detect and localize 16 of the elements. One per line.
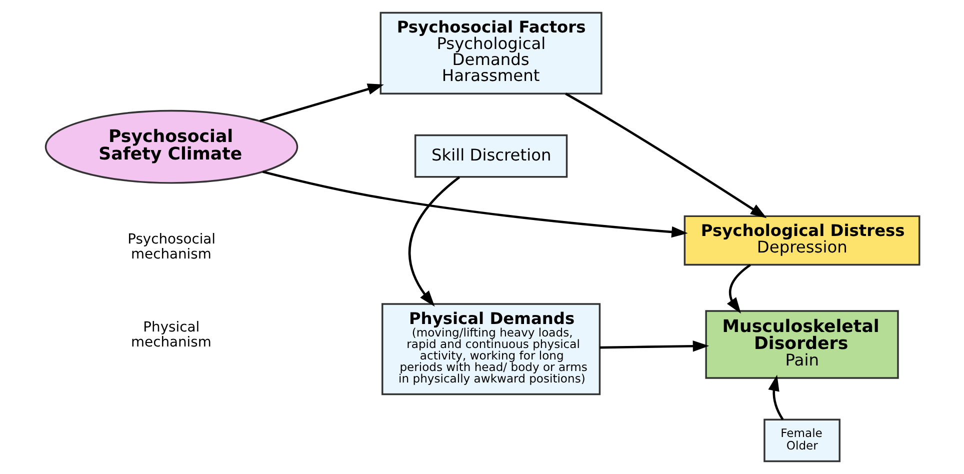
node-box: Psychosocial Factors Psychological Demands Harassment — [379, 12, 602, 95]
arrow — [262, 170, 688, 238]
arrow — [768, 374, 784, 420]
arrow — [726, 264, 750, 314]
label: Physical mechanism — [130, 319, 211, 350]
arrow — [408, 176, 460, 307]
node-box: Physical Demands (moving/lifting heavy loads, rapid and continuous physical activity, working for long periods with head/ body or arms in physically awkward positions) — [381, 303, 600, 396]
label: Psychosocial mechanism — [127, 231, 216, 263]
node-box: Female Older — [763, 418, 840, 462]
arrow — [564, 92, 766, 218]
node-ellipse: Psychosocial Safety Climate — [44, 110, 298, 184]
node-box: Psychological Distress Depression — [683, 215, 920, 266]
node-box: Skill Discretion — [414, 134, 568, 178]
arrow — [258, 84, 384, 122]
node-box: Musculoskeletal Disorders Pain — [704, 310, 898, 379]
arrow — [599, 340, 709, 352]
